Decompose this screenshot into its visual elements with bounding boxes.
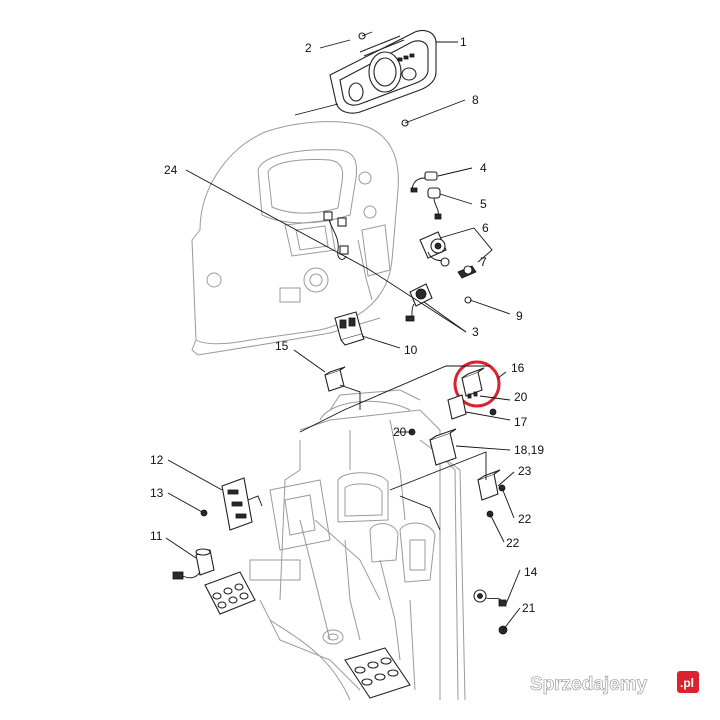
callout-23: 23 (518, 464, 532, 478)
pedal-frame (249, 389, 466, 701)
callout-10: 10 (404, 343, 418, 357)
callout-17: 17 (514, 415, 528, 429)
left-pedal-pad (204, 571, 256, 615)
right-pedal-pad (344, 647, 411, 699)
dashboard-housing (191, 121, 399, 356)
callout-24: 24 (164, 163, 178, 177)
callout-18-19: 18,19 (514, 443, 544, 457)
watermark-badge-text: .pl (680, 676, 694, 690)
switch-assembly-12 (221, 477, 263, 531)
sensor-14 (473, 589, 507, 607)
callout-1: 1 (460, 35, 467, 49)
callout-21: 21 (522, 601, 536, 615)
callout-3: 3 (472, 325, 479, 339)
watermark-badge (677, 671, 699, 693)
callout-22b: 22 (506, 536, 520, 550)
sensor-11 (172, 548, 215, 580)
watermark-text: Sprzedajemy (530, 674, 648, 695)
screw-2 (358, 31, 373, 40)
leader-lines (165, 39, 521, 631)
callout-15: 15 (275, 339, 289, 353)
relay-17 (447, 394, 497, 420)
rotary-switch-3 (405, 283, 433, 322)
instrument-cluster (329, 29, 437, 114)
callout-7: 7 (480, 255, 487, 269)
callout-13: 13 (150, 486, 164, 500)
callout-9: 9 (516, 309, 523, 323)
callout-5: 5 (480, 197, 487, 211)
callout-6: 6 (482, 221, 489, 235)
ignition-key (457, 265, 477, 279)
callout-8: 8 (472, 93, 479, 107)
watermark: Sprzedajemy .pl (530, 671, 699, 695)
callout-16: 16 (511, 361, 525, 375)
switch-block-10 (334, 311, 365, 346)
callout-14: 14 (524, 565, 538, 579)
relay-18-19 (408, 428, 457, 466)
callout-2: 2 (305, 41, 312, 55)
harness-24 (323, 211, 349, 260)
highlight-circle (453, 360, 501, 408)
callout-22a: 22 (518, 512, 532, 526)
relay-23 (477, 469, 501, 501)
callout-20a: 20 (514, 390, 528, 404)
relay-16 (461, 367, 485, 399)
callout-4: 4 (480, 161, 487, 175)
switch-4 (410, 171, 438, 193)
callout-11: 11 (150, 529, 163, 543)
switch-5 (427, 187, 442, 220)
ignition-switch (419, 231, 450, 267)
relay-15 (324, 366, 346, 392)
callout-12: 12 (150, 453, 164, 467)
callout-20b: 20 (393, 425, 407, 439)
